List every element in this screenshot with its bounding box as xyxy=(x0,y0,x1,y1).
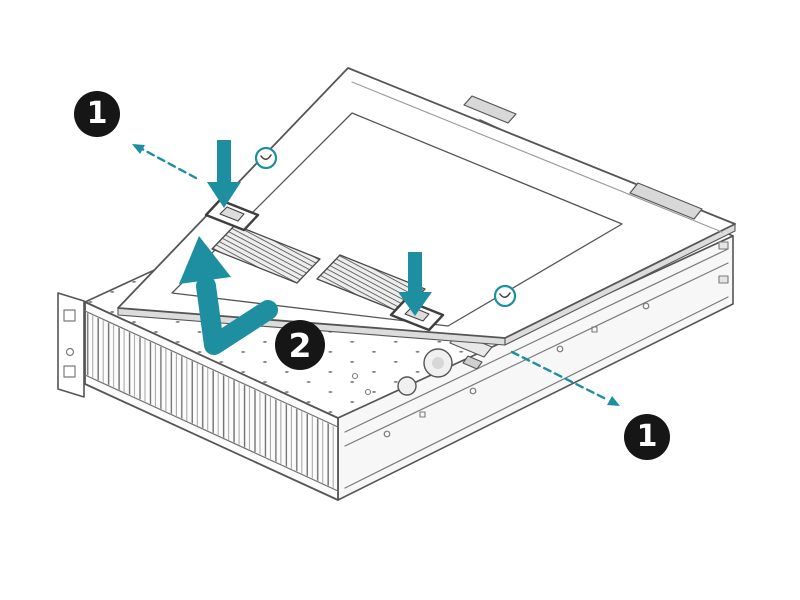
callout-pointer-dashed-arrow-icon xyxy=(510,350,620,406)
callout-step-2: 2 xyxy=(275,320,325,370)
annotations xyxy=(132,140,620,406)
quarter-turn-latch-icon xyxy=(493,284,517,308)
callout-pointer-dashed-arrow-icon xyxy=(132,144,198,180)
drive-bay-cage xyxy=(84,301,339,501)
callout-step-1-front: 1 xyxy=(624,414,670,460)
fan-icon xyxy=(397,376,417,396)
latch-button-front xyxy=(389,298,445,332)
vent-grille xyxy=(211,224,321,284)
panel-handle-slot xyxy=(463,95,517,124)
callout-step-1-label: 1 xyxy=(86,96,108,131)
panel-handle-slot xyxy=(629,182,703,220)
press-down-arrow-icon xyxy=(207,140,241,208)
press-down-arrow-icon xyxy=(398,252,432,316)
callout-step-2-label: 2 xyxy=(288,325,312,365)
panel-recess-outline xyxy=(171,112,623,327)
lift-panel-arrow-icon xyxy=(179,236,278,355)
access-panel xyxy=(117,67,736,346)
quarter-turn-latch-icon xyxy=(254,146,278,170)
callout-step-1: 1 xyxy=(74,91,120,137)
rack-ear-bracket xyxy=(57,292,85,398)
latch-button-rear xyxy=(204,198,260,232)
panel-fold-line xyxy=(351,81,723,233)
callout-step-1-front-label: 1 xyxy=(636,419,658,454)
